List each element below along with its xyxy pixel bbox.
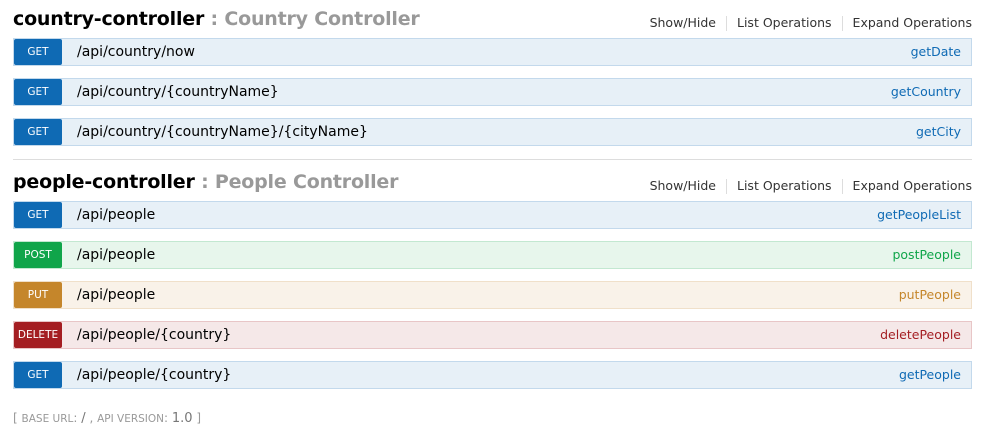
- controller-links: Show/Hide List Operations Expand Operation…: [650, 15, 972, 31]
- controller-title[interactable]: country-controller : Country Controller: [13, 8, 420, 30]
- operation-nickname[interactable]: getPeopleList: [877, 207, 961, 222]
- operation-nickname[interactable]: putPeople: [898, 287, 961, 302]
- operation-get-people-list[interactable]: GET /api/people getPeopleList: [13, 201, 972, 229]
- operation-delete-people[interactable]: DELETE /api/people/{country} deletePeopl…: [13, 321, 972, 349]
- footer-open-bracket: [: [13, 411, 18, 425]
- api-version-value: 1.0: [171, 411, 193, 426]
- operation-post-people[interactable]: POST /api/people postPeople: [13, 241, 972, 269]
- controller-heading: people-controller : People Controller Sh…: [13, 166, 972, 196]
- controller-name[interactable]: people-controller: [13, 171, 195, 193]
- list-operations-link[interactable]: List Operations: [737, 15, 832, 30]
- list-operations-link[interactable]: List Operations: [737, 178, 832, 193]
- operation-path[interactable]: /api/country/{countryName}: [77, 84, 279, 100]
- http-method-badge[interactable]: POST: [14, 242, 62, 268]
- link-separator: [726, 179, 727, 194]
- show-hide-link[interactable]: Show/Hide: [649, 15, 716, 30]
- link-separator: [841, 179, 843, 194]
- operation-get-country[interactable]: GET /api/country/{countryName} getCountr…: [13, 78, 972, 106]
- api-version-label: API VERSION: [97, 413, 165, 425]
- link-separator: [726, 16, 727, 31]
- operation-path[interactable]: /api/people: [77, 207, 156, 223]
- controller-name[interactable]: country-controller: [13, 8, 205, 30]
- http-method-badge[interactable]: GET: [14, 202, 62, 228]
- http-method-badge[interactable]: GET: [14, 39, 62, 65]
- operation-nickname[interactable]: getDate: [910, 44, 961, 59]
- operation-get-date[interactable]: GET /api/country/now getDate: [13, 38, 972, 66]
- expand-operations-link[interactable]: Expand Operations: [852, 178, 972, 193]
- operation-path[interactable]: /api/country/{countryName}/{cityName}: [77, 124, 368, 140]
- http-method-badge[interactable]: GET: [14, 79, 62, 105]
- operation-nickname[interactable]: getCity: [915, 124, 961, 139]
- show-hide-link[interactable]: Show/Hide: [649, 178, 716, 193]
- operation-get-city[interactable]: GET /api/country/{countryName}/{cityName…: [13, 118, 972, 146]
- controller-description: Country Controller: [224, 8, 420, 30]
- country-controller-section: country-controller : Country Controller …: [13, 3, 972, 158]
- operation-nickname[interactable]: getCountry: [890, 84, 961, 99]
- operation-put-people[interactable]: PUT /api/people putPeople: [13, 281, 972, 309]
- section-divider: [13, 159, 972, 160]
- controller-links: Show/Hide List Operations Expand Operation…: [650, 178, 972, 194]
- http-method-badge[interactable]: GET: [14, 362, 62, 388]
- operation-path[interactable]: /api/people: [77, 287, 156, 303]
- controller-title[interactable]: people-controller : People Controller: [13, 171, 399, 193]
- link-separator: [841, 16, 843, 31]
- operation-path[interactable]: /api/country/now: [77, 44, 195, 60]
- expand-operations-link[interactable]: Expand Operations: [852, 15, 972, 30]
- operation-path[interactable]: /api/people/{country}: [77, 327, 232, 343]
- operation-nickname[interactable]: postPeople: [892, 247, 961, 262]
- footer-close-bracket: ]: [196, 411, 202, 425]
- controller-heading: country-controller : Country Controller …: [13, 3, 972, 33]
- controller-description: People Controller: [214, 171, 399, 193]
- base-url-label: BASE URL: [21, 413, 74, 425]
- operation-path[interactable]: /api/people/{country}: [77, 367, 232, 383]
- api-info-footer: [ BASE URL: / , API VERSION: 1.0 ]: [13, 411, 202, 426]
- people-controller-section: people-controller : People Controller Sh…: [13, 166, 972, 401]
- operation-get-people[interactable]: GET /api/people/{country} getPeople: [13, 361, 972, 389]
- operation-nickname[interactable]: getPeople: [898, 367, 961, 382]
- operation-path[interactable]: /api/people: [77, 247, 156, 263]
- http-method-badge[interactable]: GET: [14, 119, 62, 145]
- operation-nickname[interactable]: deletePeople: [880, 327, 961, 342]
- http-method-badge[interactable]: PUT: [14, 282, 62, 308]
- base-url-value: /: [81, 411, 86, 426]
- http-method-badge[interactable]: DELETE: [14, 322, 62, 348]
